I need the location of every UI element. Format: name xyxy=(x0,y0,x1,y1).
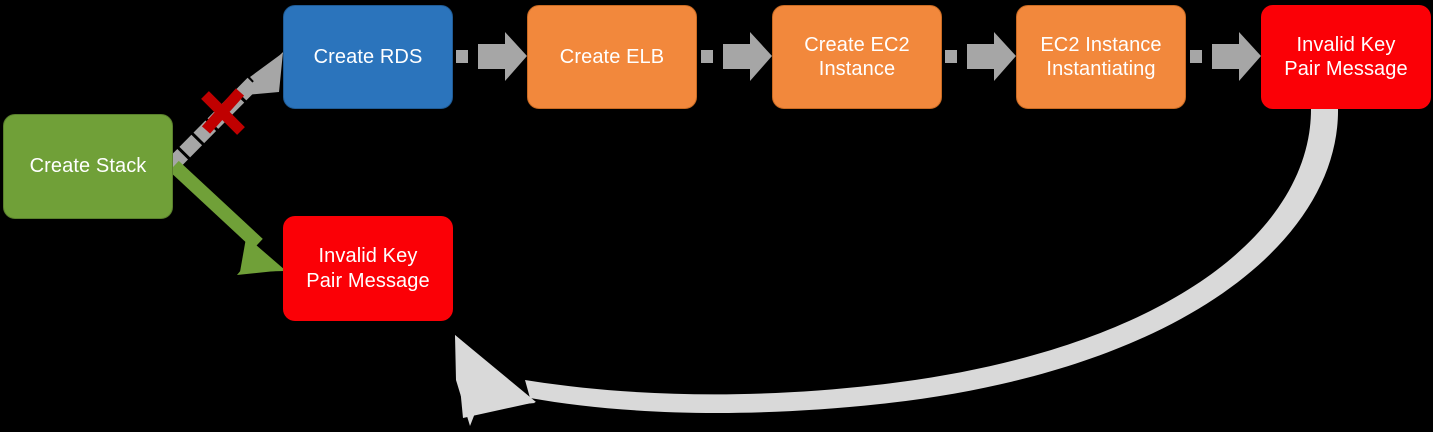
connector-ec2-to-instantiating xyxy=(945,32,1016,81)
node-create-elb[interactable]: Create ELB xyxy=(527,5,697,109)
node-invalid-key-pair-bottom[interactable]: Invalid Key Pair Message xyxy=(283,216,453,321)
connector-stack-to-rds xyxy=(165,52,284,172)
node-create-ec2-instance-label: Create EC2 Instance xyxy=(804,33,910,80)
node-create-rds-label: Create RDS xyxy=(313,45,423,68)
node-ec2-instance-instantiating[interactable]: EC2 Instance Instantiating xyxy=(1016,5,1186,109)
connector-invalid-top-to-invalid-bottom xyxy=(455,108,1339,426)
connector-stack-to-invalid-bottom xyxy=(169,160,285,275)
node-invalid-key-pair-bottom-label: Invalid Key Pair Message xyxy=(306,245,430,292)
node-invalid-key-pair-top[interactable]: Invalid Key Pair Message xyxy=(1261,5,1431,109)
node-create-ec2-instance[interactable]: Create EC2 Instance xyxy=(772,5,942,109)
node-create-rds[interactable]: Create RDS xyxy=(283,5,453,109)
connector-rds-to-elb xyxy=(456,32,527,81)
node-ec2-instance-instantiating-label: EC2 Instance Instantiating xyxy=(1040,33,1162,80)
node-create-stack-label: Create Stack xyxy=(29,155,147,178)
connector-instantiating-to-invalid-top xyxy=(1190,32,1261,81)
x-mark-icon xyxy=(201,88,245,135)
node-create-elb-label: Create ELB xyxy=(559,45,665,68)
connector-elb-to-ec2 xyxy=(701,32,772,81)
node-create-stack[interactable]: Create Stack xyxy=(3,114,173,219)
node-invalid-key-pair-top-label: Invalid Key Pair Message xyxy=(1284,33,1408,80)
